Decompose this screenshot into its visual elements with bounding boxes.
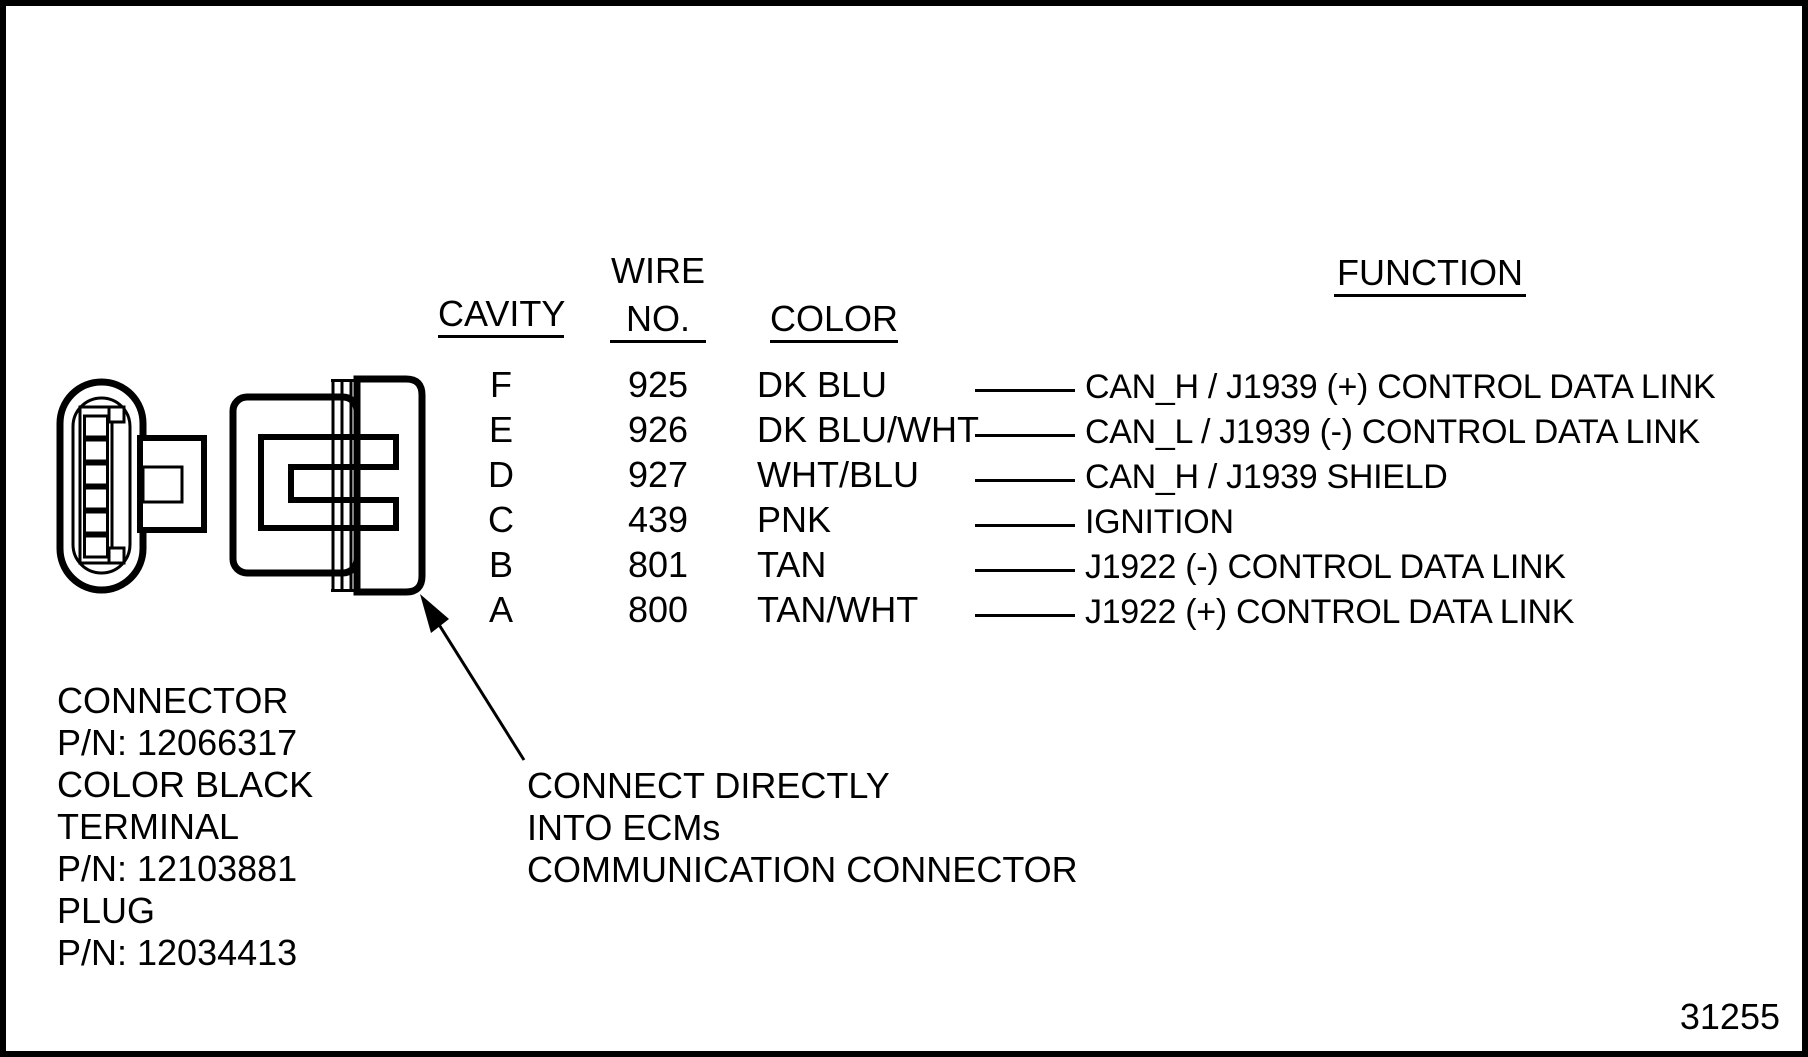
connector-part-info-line: P/N: 12103881 [57,848,298,889]
function-cell: J1922 (+) CONTROL DATA LINK [1085,593,1575,631]
color-cell: TAN [757,544,827,585]
wire-no-cell: 801 [627,544,689,585]
callout-text-line: CONNECT DIRECTLY [527,765,890,806]
color-cell: DK BLU/WHT [757,409,980,450]
wire-stub-line [975,434,1075,437]
wire-stub-line [975,569,1075,572]
connector-part-info-line: P/N: 12034413 [57,932,298,973]
wire-no-cell: 925 [627,364,689,405]
function-cell: CAN_L / J1939 (-) CONTROL DATA LINK [1085,413,1700,451]
cavity-cell: B [488,544,513,585]
column-header-wire-line1: WIRE [611,250,705,291]
wire-stub-line [975,614,1075,617]
wire-stub-line [975,524,1075,527]
column-header-cavity: CAVITY [438,295,565,338]
wire-no-cell: 926 [627,409,689,450]
color-cell: PNK [757,499,832,540]
connector-part-info-line: P/N: 12066317 [57,722,298,763]
wire-stub-line [975,389,1075,392]
wire-no-cell: 439 [627,499,689,540]
cavity-cell: A [488,589,513,630]
column-header-color: COLOR [770,300,898,343]
wire-no-cell: 927 [627,454,689,495]
color-cell: TAN/WHT [757,589,919,630]
figure-number: 31255 [1679,996,1780,1037]
color-cell: WHT/BLU [757,454,919,495]
wire-stub-line [975,479,1075,482]
cavity-cell: D [488,454,514,495]
callout-text-line: COMMUNICATION CONNECTOR [527,849,1078,890]
wire-no-cell: 800 [627,589,689,630]
cavity-cell: E [488,409,513,450]
connector-part-info-line: TERMINAL [57,806,240,847]
color-cell: DK BLU [757,364,888,405]
cavity-cell: C [488,499,514,540]
function-cell: IGNITION [1085,503,1234,541]
column-header-function: FUNCTION [1334,254,1526,297]
connector-part-info-line: CONNECTOR [57,680,289,721]
connector-part-info-line: COLOR BLACK [57,764,314,805]
callout-text-line: INTO ECMs [527,807,721,848]
connector-part-info-line: PLUG [57,890,156,931]
function-cell: CAN_H / J1939 SHIELD [1085,458,1448,496]
function-cell: J1922 (-) CONTROL DATA LINK [1085,548,1566,586]
function-cell: CAN_H / J1939 (+) CONTROL DATA LINK [1085,368,1716,406]
cavity-cell: F [490,364,512,405]
column-header-wire-no: NO. [610,300,706,343]
